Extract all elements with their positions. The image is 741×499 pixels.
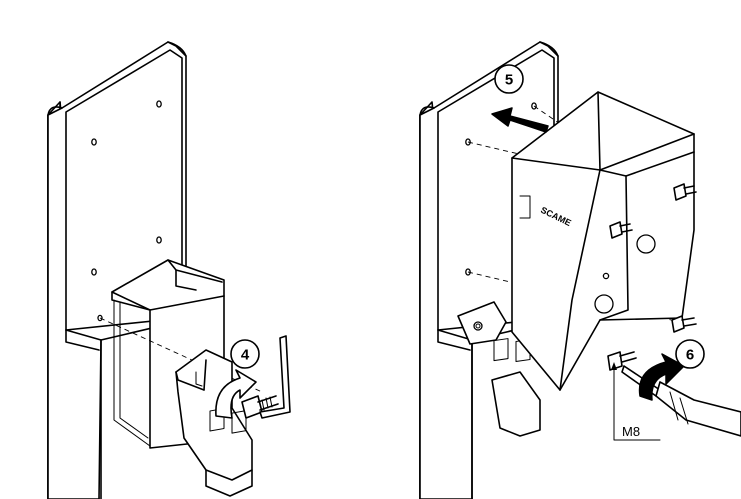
screw-size-callout: M8 — [611, 362, 661, 441]
step-6-badge: 6 — [675, 339, 705, 369]
svg-text:5: 5 — [505, 72, 513, 89]
push-arrow-icon — [491, 107, 549, 133]
hex-key-icon — [259, 335, 291, 419]
screw-icon — [607, 351, 637, 371]
svg-text:4: 4 — [241, 347, 250, 364]
step-5-badge: 5 — [494, 64, 524, 94]
rotate-arrow-icon — [638, 353, 685, 401]
screw-icon — [673, 183, 697, 201]
step-4-badge: 4 — [230, 339, 260, 369]
bolt-icon — [241, 395, 279, 419]
screw-icon — [609, 221, 633, 239]
rotate-arrow-icon — [215, 369, 257, 419]
left-illustration: 4 — [47, 41, 291, 499]
bracket — [175, 349, 253, 481]
enclosure — [511, 91, 695, 391]
svg-text:6: 6 — [686, 347, 694, 364]
screw-icon — [671, 315, 697, 333]
right-illustration: SCAME 5 — [419, 41, 741, 499]
screw-size-label: M8 — [622, 424, 640, 439]
